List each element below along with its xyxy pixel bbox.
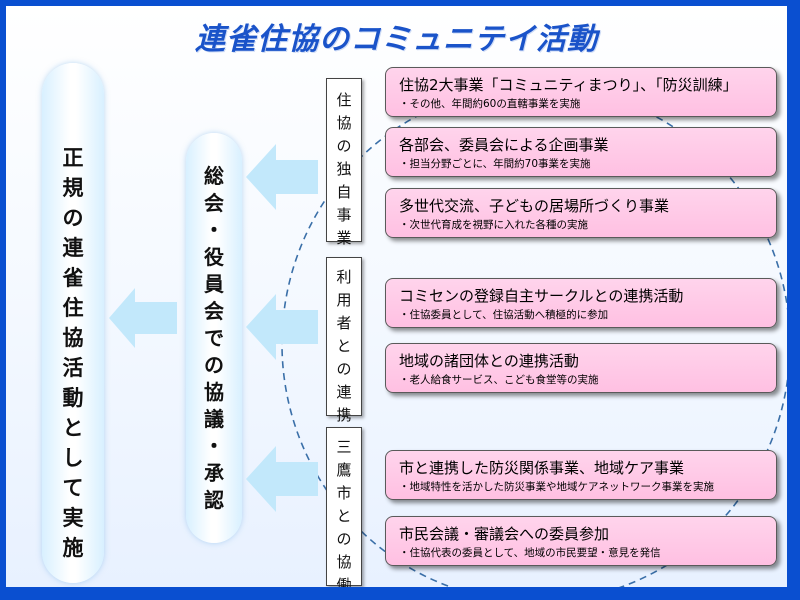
approval-label: 総会・役員会での協議・承認 (204, 164, 224, 512)
arrow-from-user-cooperation (246, 294, 318, 360)
category-label: 利用者との連携 (336, 268, 352, 424)
activity-detail: ・老人給食サービス、こども食堂等の実施 (399, 374, 599, 386)
arrow-from-city-collaboration (246, 446, 318, 512)
activity-title: コミセンの登録自主サークルとの連携活動 (399, 287, 684, 305)
category-label: 住協の独自事業 (336, 91, 352, 247)
activity-title: 市と連携した防災関係事業、地域ケア事業 (399, 459, 685, 477)
activity-title: 市民会議・審議会への委員参加 (399, 525, 610, 543)
activity-card: 市民会議・審議会への委員参加 ・住協代表の委員として、地域の市民要望・意見を発信 (385, 516, 777, 566)
arrow-from-own-projects (246, 144, 318, 210)
arrow-to-implementation (109, 288, 177, 348)
category-label: 三鷹市との協働 (336, 438, 352, 587)
category-city-collaboration: 三鷹市との協働 (326, 427, 362, 587)
activity-detail: ・担当分野ごとに、年間約70事業を実施 (399, 158, 591, 170)
activity-detail: ・住協委員として、住協活動へ積極的に参加 (399, 309, 609, 321)
activity-card: コミセンの登録自主サークルとの連携活動 ・住協委員として、住協活動へ積極的に参加 (385, 278, 777, 328)
approval-pill: 総会・役員会での協議・承認 (186, 133, 242, 543)
activity-detail: ・その他、年間約60の直轄事業を実施 (399, 98, 581, 110)
activity-title: 住協2大事業「コミュニティまつり」、「防災訓練」 (399, 76, 738, 94)
slide: 連雀住協のコミュニテイ活動 正規の連雀住協活動として実施 総会・役員会での協議・… (6, 6, 787, 587)
activity-card: 市と連携した防災関係事業、地域ケア事業 ・地域特性を活かした防災事業や地域ケアネ… (385, 450, 777, 500)
activity-detail: ・地域特性を活かした防災事業や地域ケアネットワーク事業を実施 (399, 481, 714, 493)
activity-card: 地域の諸団体との連携活動 ・老人給食サービス、こども食堂等の実施 (385, 343, 777, 393)
activity-detail: ・住協代表の委員として、地域の市民要望・意見を発信 (399, 547, 661, 559)
implementation-label: 正規の連雀住協活動として実施 (62, 146, 84, 560)
activity-card: 各部会、委員会による企画事業 ・担当分野ごとに、年間約70事業を実施 (385, 127, 777, 177)
category-own-projects: 住協の独自事業 (326, 78, 362, 247)
activity-card: 住協2大事業「コミュニティまつり」、「防災訓練」 ・その他、年間約60の直轄事業… (385, 67, 777, 117)
implementation-pill: 正規の連雀住協活動として実施 (42, 63, 104, 583)
activity-title: 地域の諸団体との連携活動 (399, 352, 579, 370)
activity-detail: ・次世代育成を視野に入れた各種の実施 (399, 219, 588, 231)
activity-title: 多世代交流、子どもの居場所づくり事業 (399, 197, 670, 215)
activity-card: 多世代交流、子どもの居場所づくり事業 ・次世代育成を視野に入れた各種の実施 (385, 188, 777, 238)
slide-title: 連雀住協のコミュニテイ活動 (195, 22, 598, 57)
activity-title: 各部会、委員会による企画事業 (399, 136, 609, 154)
category-user-cooperation: 利用者との連携 (326, 257, 362, 424)
